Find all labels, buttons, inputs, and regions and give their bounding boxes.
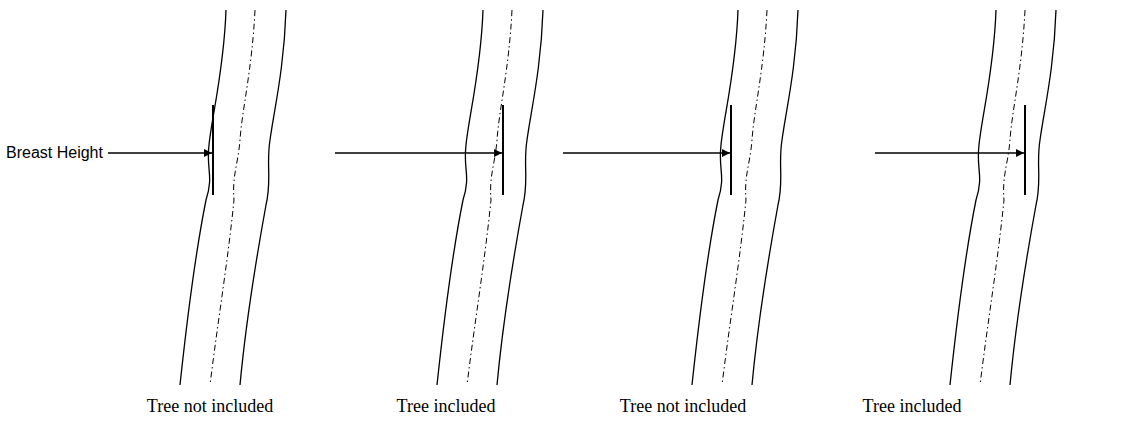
breast-height-mark (212, 105, 214, 195)
tree-trunk (950, 10, 1056, 385)
tree-trunk (180, 10, 286, 385)
breast-height-mark (730, 105, 732, 195)
caption-label: Tree not included (620, 396, 746, 418)
axis-label: Breast Height (6, 143, 103, 162)
arrow (875, 152, 1024, 153)
caption-label: Tree included (397, 396, 496, 418)
breast-height-mark (502, 105, 504, 195)
arrow (563, 152, 730, 153)
caption-label: Tree not included (147, 396, 273, 418)
arrow (108, 152, 212, 153)
tree-trunk (692, 10, 798, 385)
caption-label: Tree included (863, 396, 962, 418)
tree-trunk (437, 10, 543, 385)
breast-height-mark (1024, 105, 1026, 195)
arrow (335, 152, 502, 153)
